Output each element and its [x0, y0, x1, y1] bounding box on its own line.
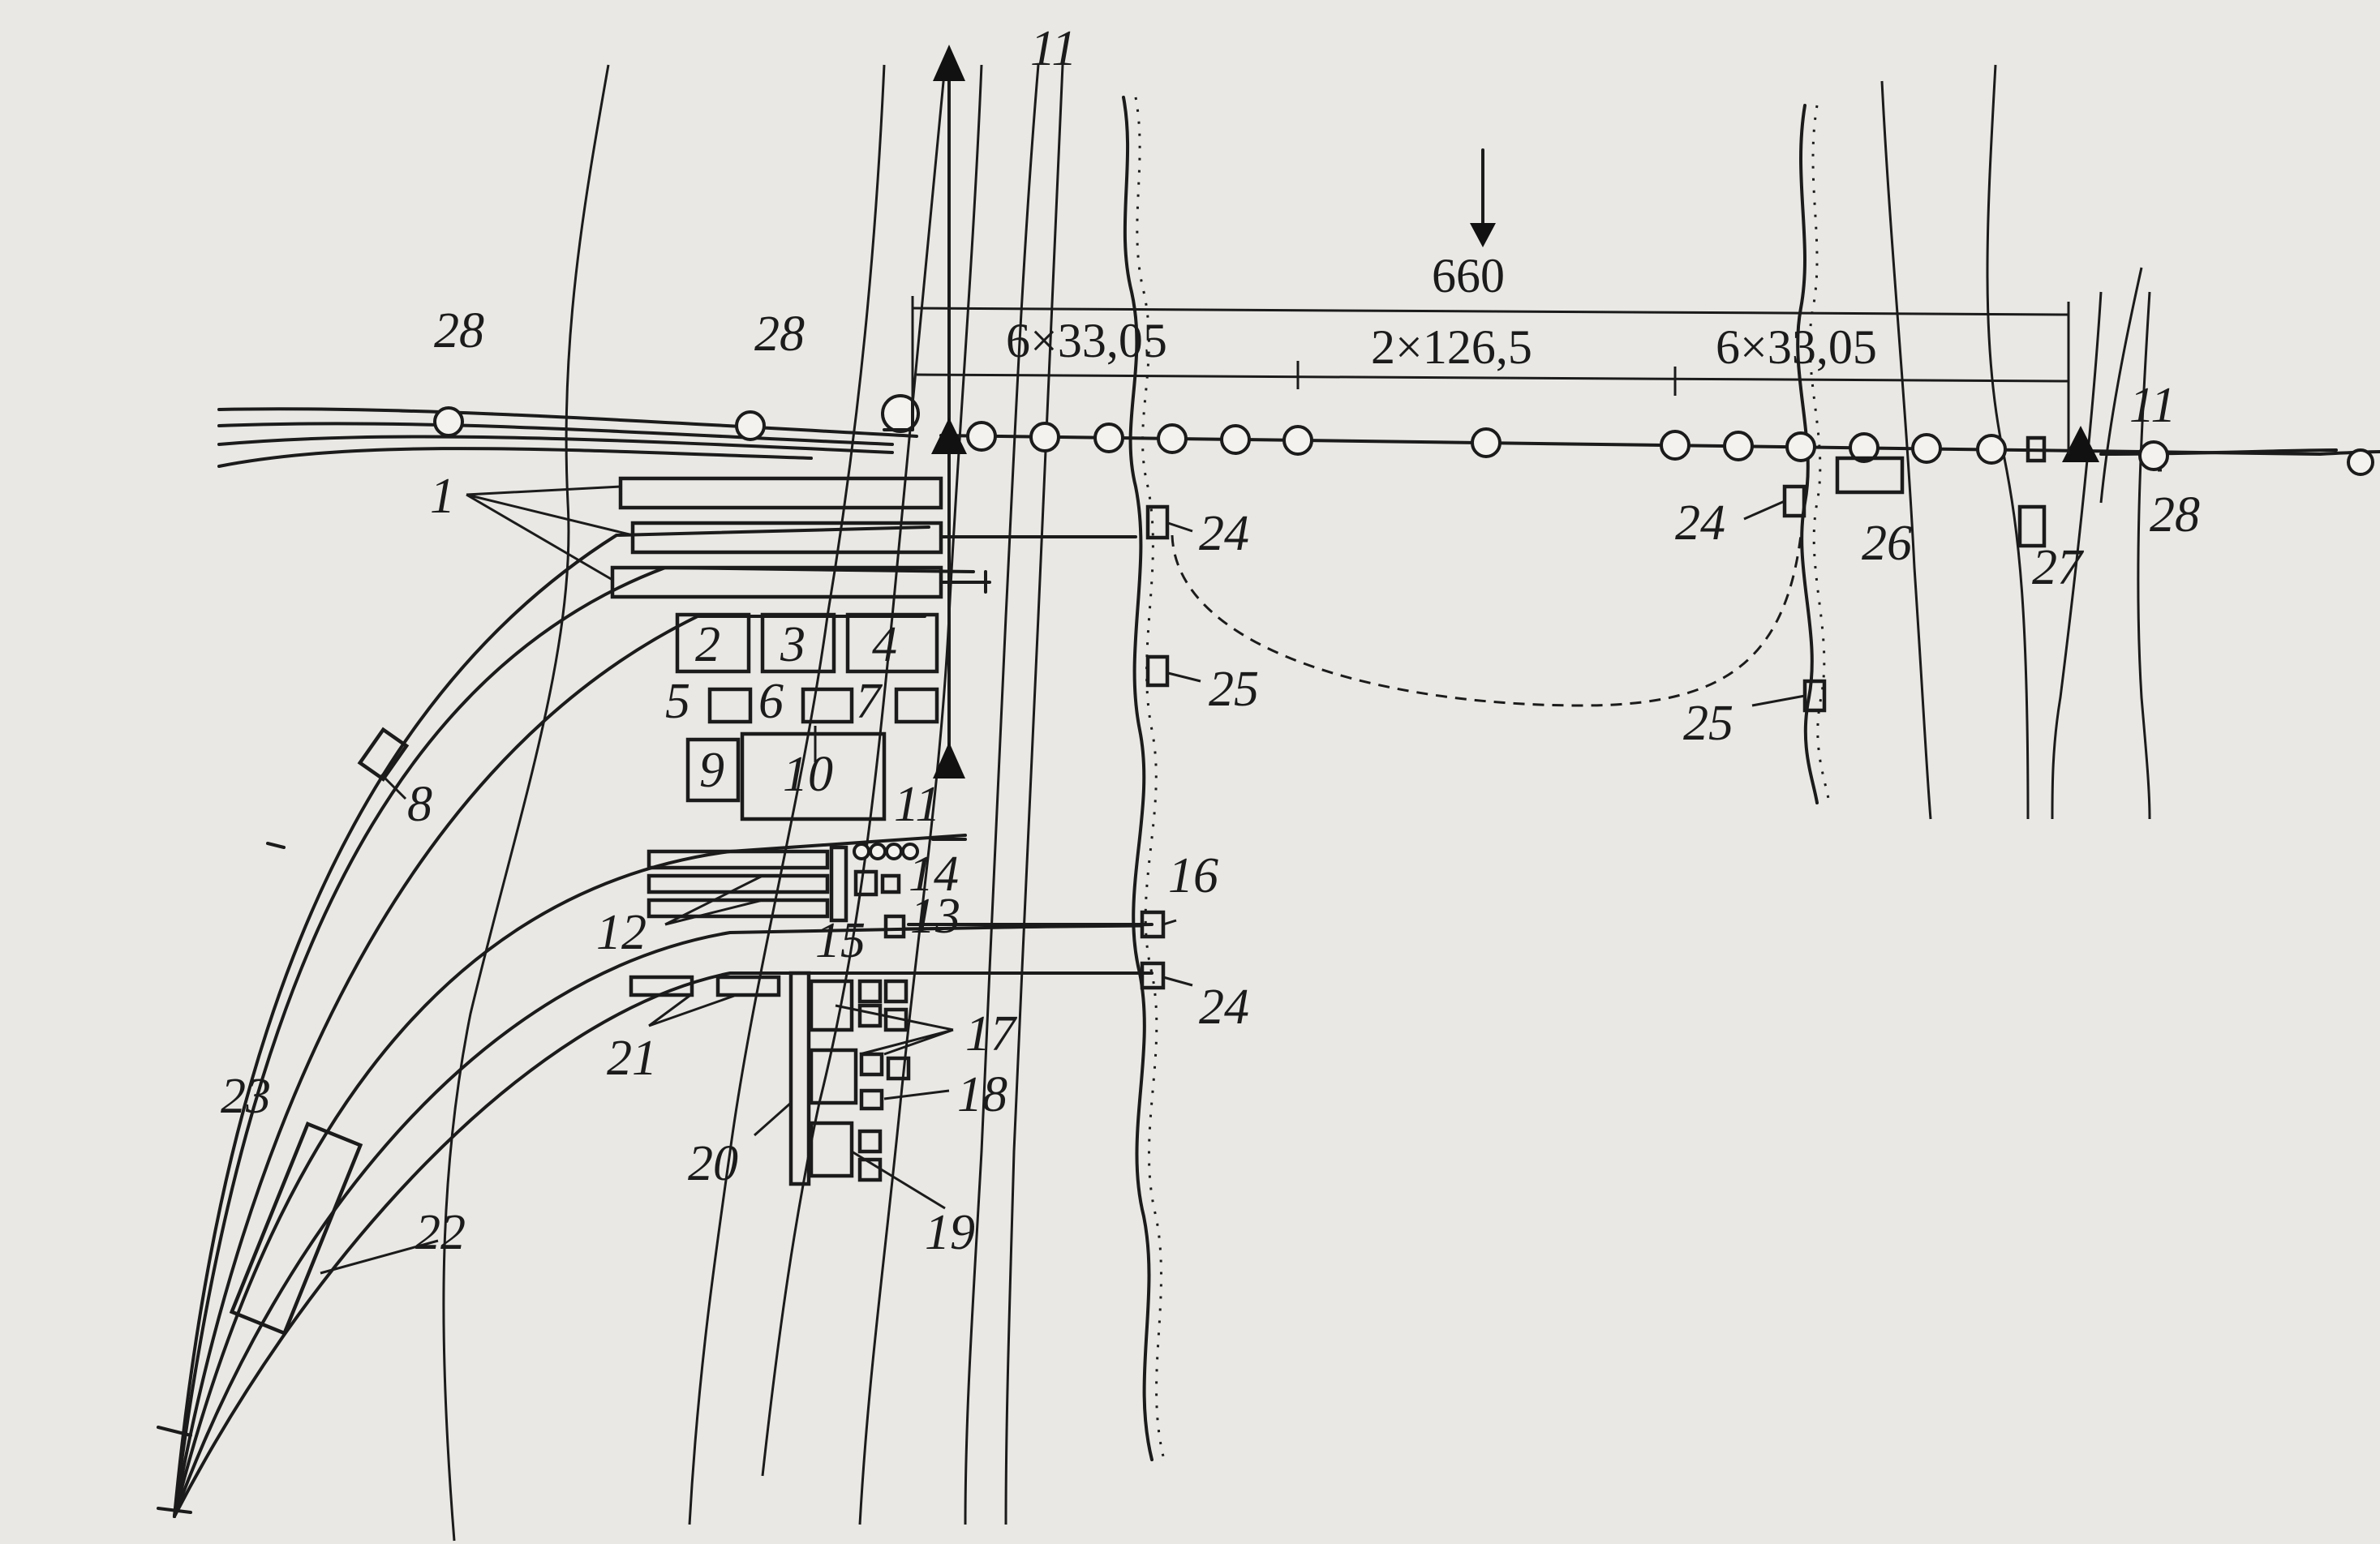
marker-triangle-top: [933, 45, 965, 81]
axis-markers: [931, 45, 2099, 778]
dimension-labels: 660 6×33,05 2×126,5 6×33,05: [1006, 249, 1877, 374]
piers: [433, 394, 2374, 476]
label-24-bottom: 24: [1199, 980, 1249, 1035]
terrain-contours: [442, 64, 2151, 1542]
label-24-top: 24: [1199, 506, 1249, 561]
label-11-right: 11: [2129, 378, 2176, 433]
label-13: 13: [910, 889, 960, 944]
label-3: 3: [780, 617, 806, 672]
dim-total: 660: [1432, 249, 1505, 302]
label-11-mid: 11: [894, 777, 940, 832]
label-22: 22: [415, 1205, 466, 1260]
label-4: 4: [872, 617, 897, 672]
dim-middle-spans: 2×126,5: [1371, 320, 1532, 374]
label-21: 21: [607, 1031, 657, 1086]
label-5: 5: [665, 674, 690, 729]
label-27: 27: [2032, 540, 2085, 595]
leader-lines: [320, 469, 2162, 1275]
label-26: 26: [1862, 516, 1912, 571]
label-1: 1: [430, 469, 455, 524]
label-11-top: 11: [1030, 21, 1076, 76]
railway-tracks: [157, 407, 2380, 1518]
marker-triangle-right: [2062, 426, 2099, 462]
label-28-mid: 28: [754, 307, 805, 362]
label-14: 14: [909, 847, 959, 902]
number-labels: 1 2 3 4 5 6 7 8 9 10 11 11 11 12 13 14 1…: [221, 21, 2200, 1260]
label-25-left: 25: [1209, 662, 1259, 717]
label-9: 9: [699, 743, 724, 798]
label-25-right: 25: [1683, 696, 1733, 751]
label-10: 10: [783, 747, 833, 802]
label-15: 15: [815, 913, 866, 968]
label-17: 17: [965, 1006, 1018, 1062]
label-2: 2: [695, 617, 720, 672]
label-6: 6: [758, 674, 784, 729]
label-28-left: 28: [434, 303, 484, 358]
label-24-right: 24: [1675, 495, 1725, 551]
label-28-right: 28: [2150, 487, 2200, 543]
dim-right-spans: 6×33,05: [1716, 320, 1877, 374]
dim-left-spans: 6×33,05: [1006, 314, 1167, 367]
label-19: 19: [925, 1205, 975, 1260]
label-16: 16: [1168, 848, 1218, 903]
label-12: 12: [596, 905, 647, 960]
marker-triangle-low: [933, 742, 965, 778]
marker-triangle-mid: [931, 418, 967, 454]
dimension-lines: [911, 296, 2070, 454]
label-8: 8: [407, 777, 432, 832]
label-18: 18: [957, 1067, 1007, 1122]
label-7: 7: [856, 674, 883, 729]
label-23: 23: [221, 1069, 271, 1124]
label-20: 20: [688, 1136, 738, 1191]
river-banks: [1122, 96, 1831, 1461]
